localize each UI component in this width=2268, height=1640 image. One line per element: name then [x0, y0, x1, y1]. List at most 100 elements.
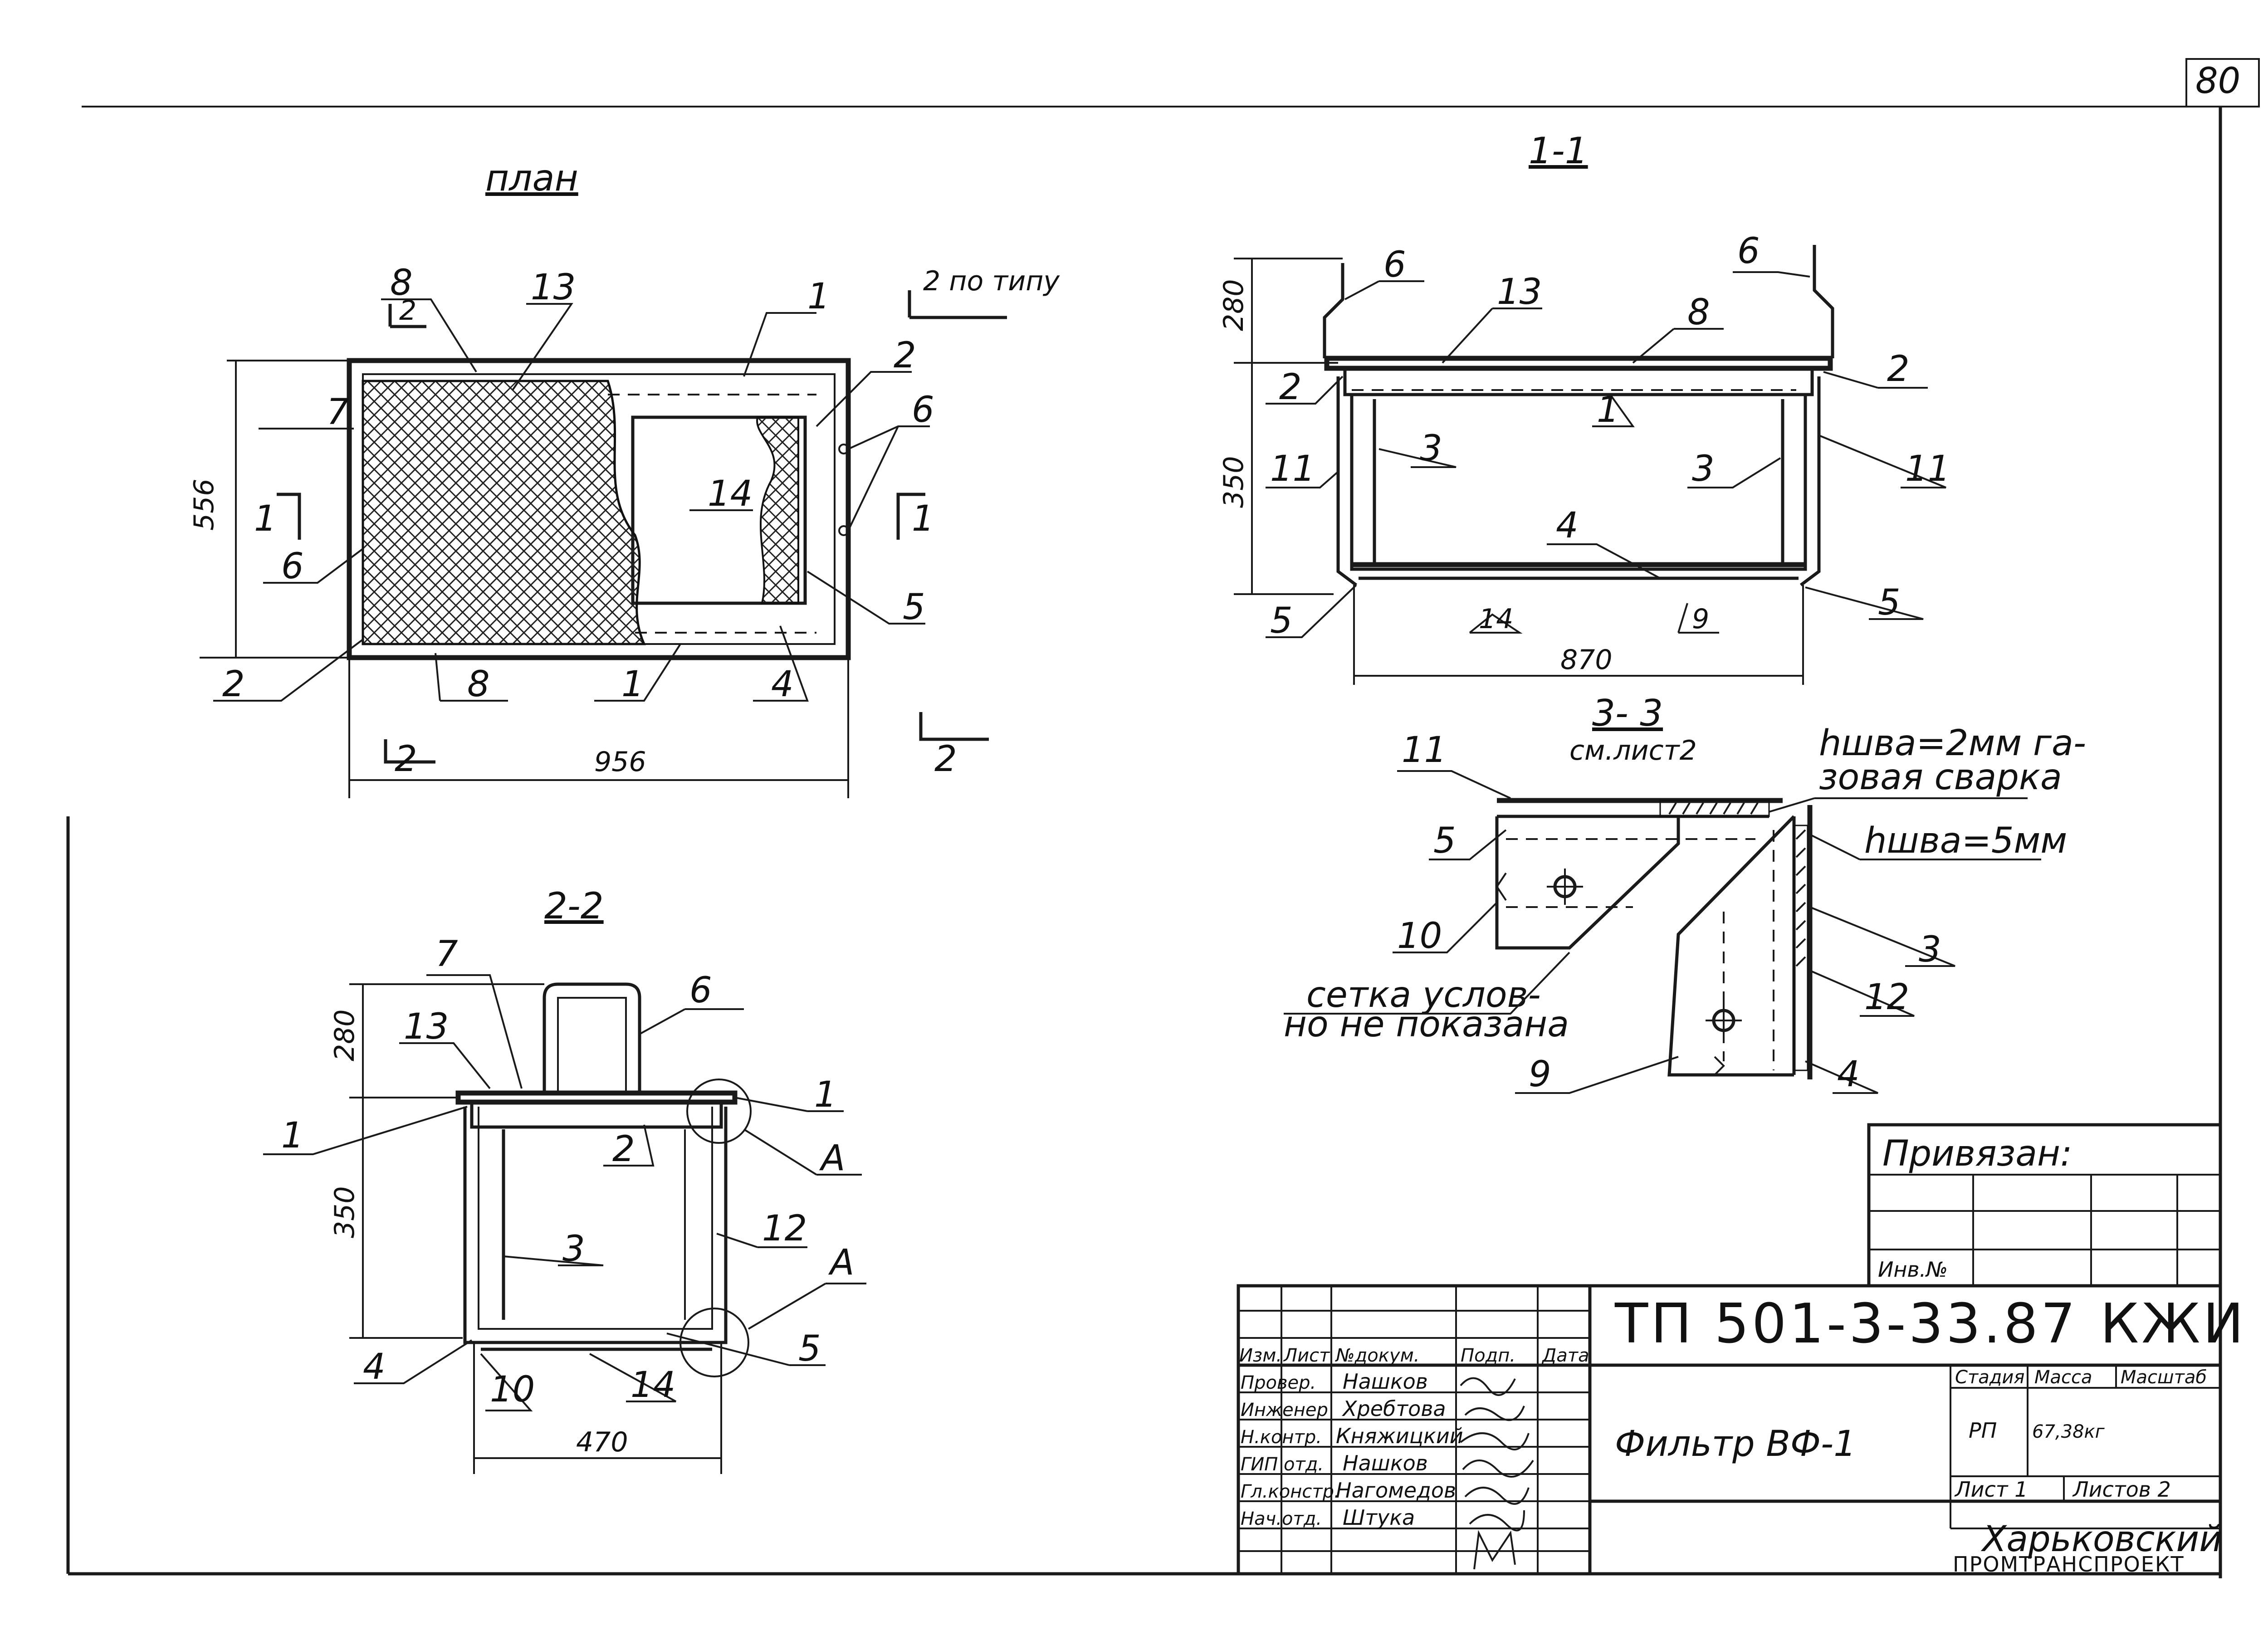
plan-dim-height: 556 — [188, 478, 220, 531]
s11-callout-5-right: 5 — [1878, 582, 1901, 623]
s11-callout-2-right: 2 — [1887, 349, 1910, 390]
name-4: Нагомедов — [1336, 1478, 1456, 1503]
s33-callout-10: 10 — [1397, 916, 1442, 957]
hdr-sign: Подп. — [1461, 1345, 1515, 1366]
sheet-number: 80 — [2195, 61, 2240, 102]
drawing-title: Фильтр ВФ-1 — [1615, 1424, 1856, 1464]
section-2-2-dim-width: 470 — [576, 1426, 628, 1458]
s22-callout-12: 12 — [762, 1208, 807, 1249]
scale-label: Масштаб — [2121, 1367, 2207, 1388]
section-1-1-dim-body: 350 — [1218, 456, 1250, 508]
role-1: Инженер — [1241, 1400, 1328, 1420]
plan-dim-width: 956 — [594, 746, 646, 778]
s11-callout-11-right: 11 — [1905, 449, 1950, 489]
mass-value: 67,38кг — [2032, 1421, 2105, 1442]
s11-callout-1: 1 — [1597, 390, 1619, 430]
org-line2: ПРОМТРАНСПРОЕКТ — [1953, 1552, 2185, 1577]
name-0: Нашков — [1343, 1369, 1428, 1394]
plan-callout-14: 14 — [708, 473, 753, 514]
s11-callout-2-left: 2 — [1279, 367, 1302, 408]
s33-callout-12: 12 — [1864, 977, 1909, 1018]
role-5: Нач.отд. — [1241, 1508, 1322, 1529]
mesh-note-line2: но не показана — [1284, 1004, 1569, 1045]
s11-callout-11-left: 11 — [1270, 449, 1315, 489]
s22-callout-5: 5 — [798, 1328, 821, 1369]
s11-callout-6-right: 6 — [1737, 231, 1760, 272]
hdr-list: Лист — [1283, 1345, 1330, 1366]
role-0: Провер. — [1241, 1372, 1316, 1393]
plan-callout-6-left: 6 — [281, 546, 304, 587]
binding-box: Привязан: Инв.№ — [1867, 1123, 2222, 1288]
plan-section-mark-1-right: 1 — [912, 498, 934, 539]
s11-callout-3-left: 3 — [1420, 428, 1442, 469]
section-3-3-title: 3- 3 — [1592, 692, 1663, 734]
plan-section-mark-2-right: 2 — [934, 739, 957, 780]
detail-a-bottom — [679, 1308, 749, 1377]
s22-callout-14: 14 — [631, 1365, 675, 1406]
s33-callout-3: 3 — [1919, 929, 1941, 970]
s22-callout-a-bottom: A — [828, 1242, 854, 1283]
s22-callout-1-right: 1 — [814, 1074, 837, 1115]
s33-callout-5: 5 — [1433, 820, 1456, 861]
s22-callout-3: 3 — [562, 1229, 585, 1269]
plan-callout-1-bottom: 1 — [621, 664, 644, 705]
section-1-1-dim-top: 280 — [1218, 279, 1250, 331]
name-5: Штука — [1343, 1505, 1415, 1530]
s11-callout-4: 4 — [1556, 505, 1579, 546]
section-2-2-dim-body: 350 — [329, 1186, 361, 1238]
binding-title: Привязан: — [1882, 1133, 2072, 1174]
plan-callout-2-left: 2 — [222, 664, 245, 705]
mesh-note-line1: сетка услов- — [1306, 975, 1541, 1015]
plan-view: план 556 956 2 1 1 2 2 2 по — [188, 157, 1060, 798]
s22-callout-1-left: 1 — [281, 1115, 304, 1156]
section-2-2: 2-2 280 350 470 7 6 13 1 — [263, 885, 866, 1474]
plan-callout-5: 5 — [903, 587, 925, 628]
sheet-label: Лист 1 — [1954, 1477, 2028, 1502]
plan-callout-7: 7 — [327, 392, 349, 433]
s11-callout-9: 9 — [1692, 603, 1709, 635]
section-2-2-dim-top: 280 — [329, 1009, 361, 1061]
plan-callout-8-bottom: 8 — [467, 664, 490, 705]
s22-callout-a-top: A — [819, 1138, 845, 1179]
name-2: Княжицкий — [1336, 1424, 1463, 1448]
role-2: Н.контр. — [1241, 1427, 1322, 1448]
role-3: ГИП отд. — [1241, 1454, 1324, 1475]
stage-value: РП — [1969, 1418, 1997, 1443]
role-4: Гл.констр. — [1241, 1481, 1340, 1502]
s33-callout-4: 4 — [1837, 1054, 1860, 1095]
s11-callout-13: 13 — [1497, 272, 1542, 312]
sheets-label: Листов 2 — [2072, 1477, 2171, 1502]
doc-mark: КЖИ — [2100, 1293, 2246, 1356]
s22-callout-6: 6 — [689, 970, 712, 1011]
doc-code: ТП 501-3-33.87 — [1614, 1293, 2078, 1356]
section-3-3-ref: см.лист2 — [1569, 735, 1697, 766]
plan-callout-4: 4 — [771, 664, 794, 705]
plan-callout-1-top: 1 — [807, 276, 830, 317]
section-2-2-title: 2-2 — [544, 885, 604, 927]
section-1-1: 1-1 280 350 870 6 13 8 6 — [1218, 130, 1950, 685]
title-block: Изм. Лист №докум. Подп. Дата Провер. Наш… — [1237, 1284, 2246, 1577]
signatures — [1460, 1377, 1534, 1570]
plan-callout-6-right: 6 — [912, 390, 934, 430]
plan-callout-8-top: 8 — [390, 263, 413, 303]
s11-callout-5-left: 5 — [1270, 600, 1293, 641]
stage-label: Стадия — [1955, 1367, 2024, 1388]
weld-note-gas-line1: hшва=2мм га- — [1819, 723, 2086, 764]
section-1-1-title: 1-1 — [1529, 130, 1588, 172]
s22-callout-10: 10 — [490, 1369, 535, 1410]
mass-label: Масса — [2034, 1367, 2092, 1388]
s22-callout-2: 2 — [612, 1129, 635, 1170]
weld-note-gas-line2: зовая сварка — [1819, 757, 2062, 798]
s11-callout-6-left: 6 — [1383, 244, 1406, 285]
s11-callout-3-right: 3 — [1692, 449, 1715, 489]
s11-callout-8: 8 — [1687, 292, 1710, 333]
plan-title: план — [485, 157, 578, 199]
hdr-date: Дата — [1541, 1345, 1589, 1366]
section-1-1-dim-width: 870 — [1560, 644, 1613, 676]
s11-callout-14: 14 — [1479, 603, 1513, 635]
detail-a-top — [686, 1079, 752, 1144]
s22-callout-4: 4 — [363, 1347, 386, 1387]
s22-callout-13: 13 — [404, 1006, 449, 1047]
plan-callout-2-right: 2 — [894, 335, 916, 376]
